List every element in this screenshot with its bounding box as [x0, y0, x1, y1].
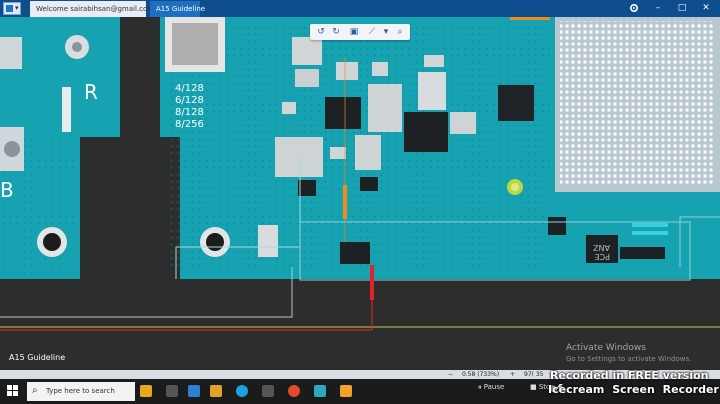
- measure-icon[interactable]: ⟋: [368, 27, 376, 37]
- windows-logo-icon: [7, 385, 12, 390]
- rotate-left-icon[interactable]: ↺: [317, 27, 325, 37]
- title-bar: ▾ Welcome sairabihsan@gmail.com - Orion …: [0, 0, 720, 17]
- activate-windows-title: Activate Windows: [566, 343, 646, 353]
- zoom-in-icon[interactable]: +: [510, 371, 516, 378]
- tab-welcome[interactable]: Welcome sairabihsan@gmail.com - Orion: [30, 1, 180, 17]
- search-icon: ⌕: [32, 385, 38, 396]
- silk-r: R: [84, 80, 98, 104]
- stop-label: Stop: [538, 383, 555, 391]
- file-explorer-icon[interactable]: [188, 385, 200, 397]
- tab-a15-guideline[interactable]: A15 Guideline: [150, 1, 205, 17]
- zoom-readout: 0.58 (733%): [462, 371, 500, 378]
- search-icon[interactable]: ⌕: [397, 27, 403, 37]
- recorder-app-icon[interactable]: [340, 385, 352, 397]
- status-bar: − 0.58 (733%) + 97( 35: [0, 370, 720, 379]
- silk-b: B: [0, 178, 14, 202]
- stop-button[interactable]: ■ Stop: [530, 383, 555, 391]
- fit-icon[interactable]: ▣: [349, 27, 359, 37]
- people-icon[interactable]: [140, 385, 152, 397]
- dropdown-icon[interactable]: ▾: [383, 27, 389, 37]
- close-button[interactable]: ✕: [702, 3, 710, 13]
- pause-label: Pause: [483, 383, 505, 391]
- rotate-right-icon[interactable]: ↻: [332, 27, 340, 37]
- memory-label-2: 6/128: [175, 95, 204, 106]
- chrome-icon[interactable]: [288, 385, 300, 397]
- highlighted-net-orange: [343, 185, 347, 219]
- settings-button[interactable]: [622, 0, 646, 17]
- pcb-viewer[interactable]: R B 4/128 6/128 8/128 8/256 ANZ PCE: [0, 17, 720, 370]
- status-extra: 97( 35: [524, 371, 544, 378]
- chip-code-2: PCE: [595, 252, 610, 261]
- bga-pad-grid: [560, 21, 715, 186]
- search-placeholder: Type here to search: [46, 387, 115, 395]
- viewer-toolbar: ↺ ↻ ▣ ⟋ ▾ ⌕: [310, 24, 410, 40]
- orion-app-icon[interactable]: [314, 385, 326, 397]
- minimize-button[interactable]: –: [655, 3, 661, 13]
- gear-icon: [629, 3, 639, 13]
- ic-chip: [325, 97, 361, 129]
- maximize-button[interactable]: □: [677, 3, 687, 13]
- recorder-watermark-line1: Recorded in FREE version of: [550, 369, 709, 395]
- memory-label-4: 8/256: [175, 119, 204, 130]
- activate-windows-subtitle: Go to Settings to activate Windows.: [566, 355, 692, 363]
- taskbar-search[interactable]: ⌕ Type here to search: [27, 382, 135, 401]
- recorder-watermark-line2: Icecream Screen Recorder: [548, 383, 719, 396]
- connector: [0, 37, 22, 69]
- board-name-label: A15 Guideline: [9, 353, 66, 362]
- app-menu-button[interactable]: ▾: [3, 2, 21, 15]
- task-view-icon[interactable]: [166, 385, 178, 397]
- zoom-out-icon[interactable]: −: [448, 371, 454, 378]
- memory-label-1: 4/128: [175, 83, 204, 94]
- edge-icon[interactable]: [236, 385, 248, 397]
- chevron-down-icon: ▾: [15, 4, 19, 12]
- pause-button[interactable]: ⏸ Pause: [478, 383, 505, 391]
- pcb-canvas[interactable]: R B 4/128 6/128 8/128 8/256 ANZ PCE: [0, 17, 720, 370]
- folder-icon[interactable]: [210, 385, 222, 397]
- chip-code-1: ANZ: [593, 243, 610, 252]
- highlighted-net-red: [370, 265, 374, 300]
- taskbar: ⌕ Type here to search: [0, 379, 720, 404]
- start-button[interactable]: [7, 385, 19, 397]
- store-icon[interactable]: [262, 385, 274, 397]
- app-logo-icon: [6, 5, 13, 12]
- memory-label-3: 8/128: [175, 107, 204, 118]
